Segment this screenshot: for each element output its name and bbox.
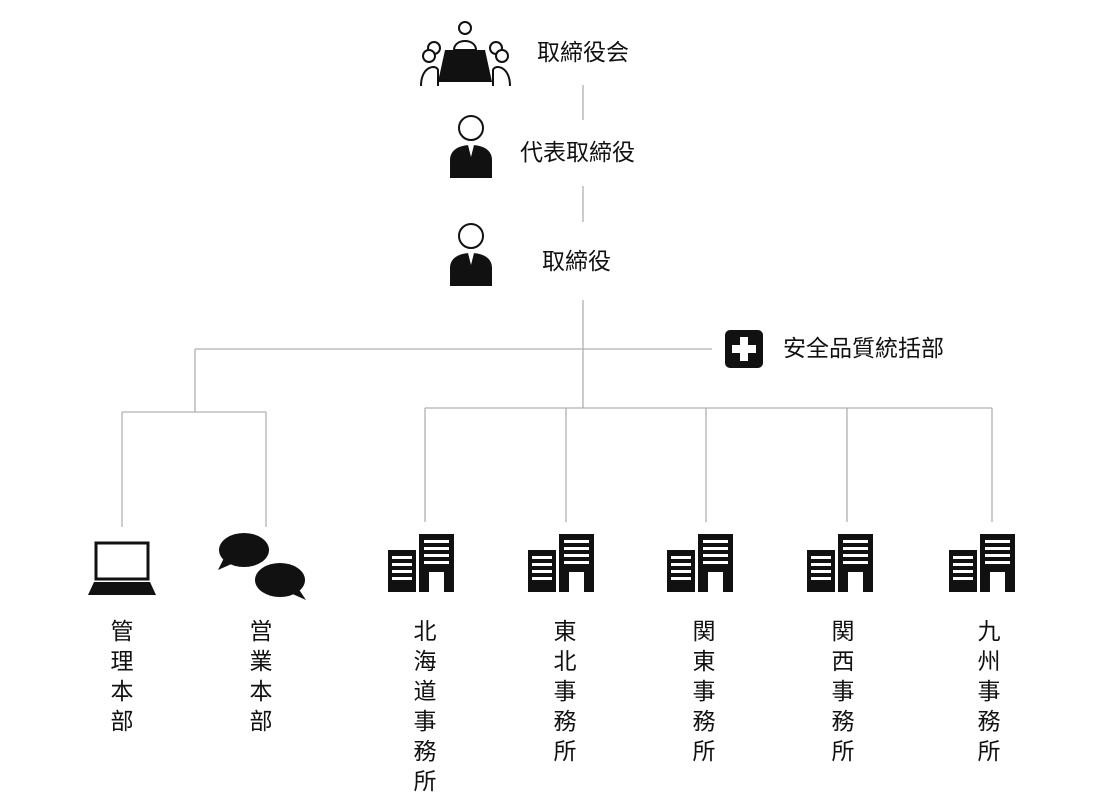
building-icon [667, 534, 733, 592]
meeting-icon [420, 21, 511, 87]
node-board-label: 取締役会 [537, 40, 629, 66]
node-office-kyushu-label: 九州事務所 [977, 619, 1001, 765]
node-director-label: 取締役 [542, 249, 611, 275]
node-office-kanto-label: 関東事務所 [692, 619, 716, 765]
building-icon [949, 534, 1015, 592]
building-icon [807, 534, 873, 592]
plus-box-icon [725, 330, 763, 368]
node-office-tohoku-label: 東北事務所 [553, 619, 577, 765]
building-icon [388, 534, 454, 592]
building-icon [528, 534, 594, 592]
node-staff-label: 安全品質統括部 [783, 336, 944, 362]
node-ceo-label: 代表取締役 [520, 140, 635, 166]
node-office-kansai-label: 関西事務所 [831, 619, 855, 765]
node-dept-admin-label: 管理本部 [110, 619, 134, 735]
laptop-icon [88, 541, 156, 595]
node-dept-sales-label: 営業本部 [249, 619, 273, 735]
person-icon [450, 223, 492, 286]
chat-bubbles-icon [218, 533, 306, 600]
person-icon [450, 115, 492, 178]
node-office-hokkaido-label: 北海道事務所 [413, 619, 437, 795]
